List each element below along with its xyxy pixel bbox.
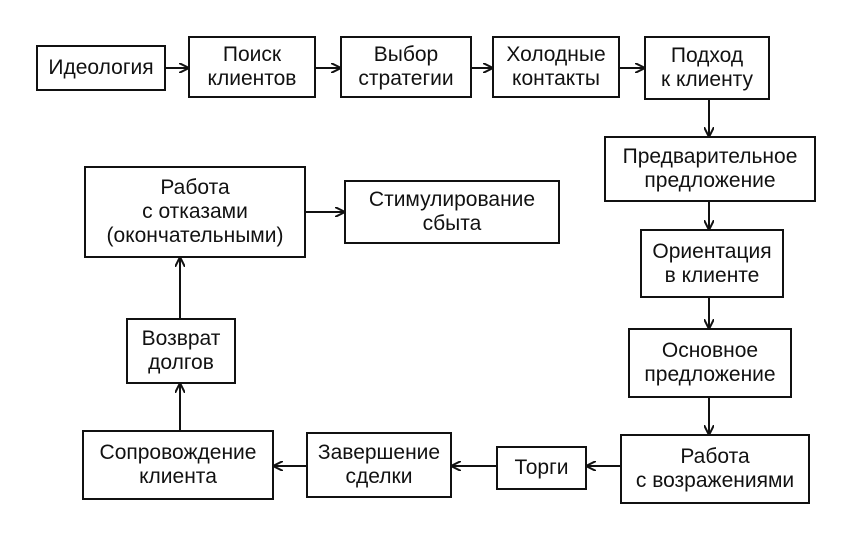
node-client-support: Сопровождение клиента [82,430,274,500]
node-objections-work: Работа с возражениями [620,434,810,504]
node-bargaining: Торги [496,446,587,490]
node-sales-promotion: Стимулирование сбыта [344,180,560,244]
node-strategy-choice: Выбор стратегии [340,36,472,98]
node-client-approach: Подход к клиенту [644,36,770,100]
node-client-orientation: Ориентация в клиенте [640,229,784,298]
node-debt-return: Возврат долгов [126,318,236,384]
node-cold-contacts: Холодные контакты [492,36,620,98]
node-client-search: Поиск клиентов [188,36,316,98]
node-deal-closing: Завершение сделки [306,432,452,498]
node-ideology: Идеология [36,45,166,91]
node-refusals-work: Работа с отказами (окончательными) [84,166,306,258]
node-main-offer: Основное предложение [628,328,792,398]
node-preliminary-offer: Предварительное предложение [604,136,816,202]
